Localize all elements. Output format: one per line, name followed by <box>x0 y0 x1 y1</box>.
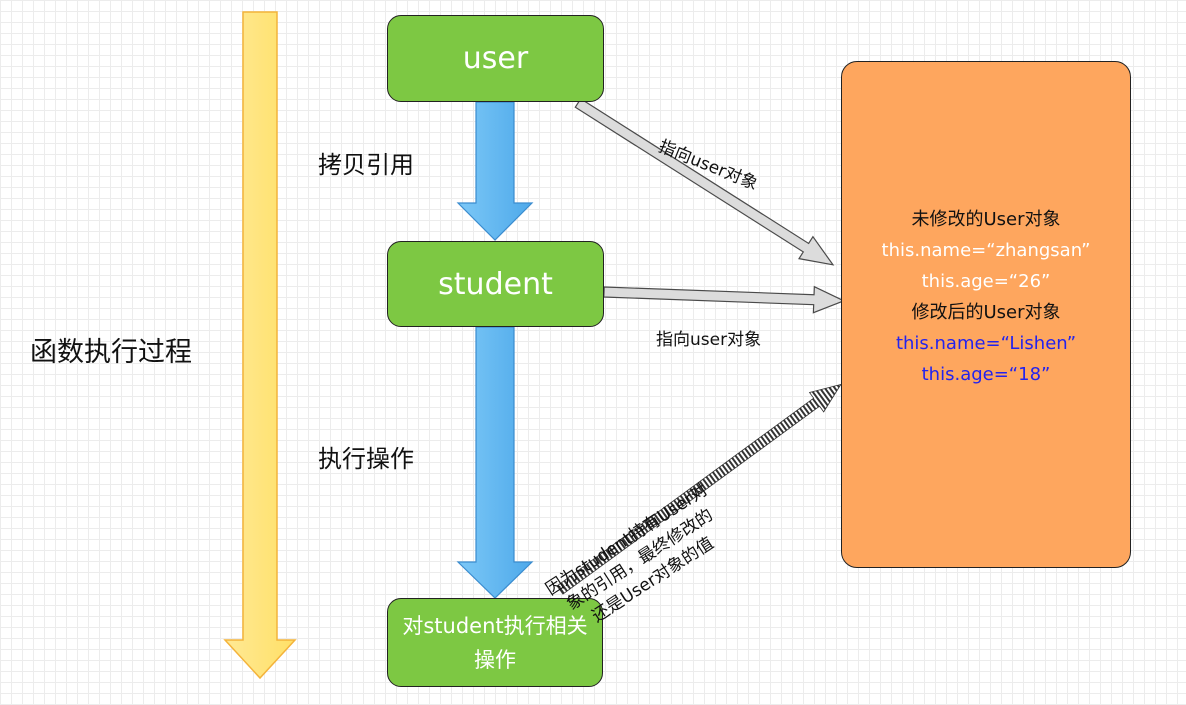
object-after-title: 修改后的User对象 <box>911 302 1061 323</box>
user-node: user <box>387 15 604 102</box>
user-object-node: 未修改的User对象 this.name=“zhangsan” this.age… <box>841 61 1131 568</box>
object-before-age: this.age=“26” <box>921 271 1051 292</box>
object-after-age: this.age=“18” <box>921 364 1051 385</box>
user-pointer-arrow <box>574 97 835 266</box>
copy-reference-label: 拷贝引用 <box>318 151 414 179</box>
object-after-name: this.name=“Lishen” <box>895 333 1077 354</box>
execute-operation-label: 执行操作 <box>318 445 414 473</box>
timeline-arrow <box>223 11 297 680</box>
student-operation-label: 对student执行相关操作 <box>402 613 588 672</box>
modify-reference-arrow <box>556 383 842 595</box>
execute-operation-arrow <box>456 326 534 599</box>
object-before-name: this.name=“zhangsan” <box>881 240 1091 261</box>
student-pointer-arrow <box>603 285 846 314</box>
student-operation-node: 对student执行相关操作 <box>387 598 603 687</box>
copy-reference-arrow <box>456 101 534 241</box>
student-node: student <box>387 241 604 327</box>
function-process-label: 函数执行过程 <box>30 337 192 368</box>
student-node-label: student <box>438 266 553 302</box>
user-node-label: user <box>462 41 529 76</box>
student-pointer-label: 指向user对象 <box>656 330 762 350</box>
object-before-title: 未修改的User对象 <box>911 209 1061 230</box>
